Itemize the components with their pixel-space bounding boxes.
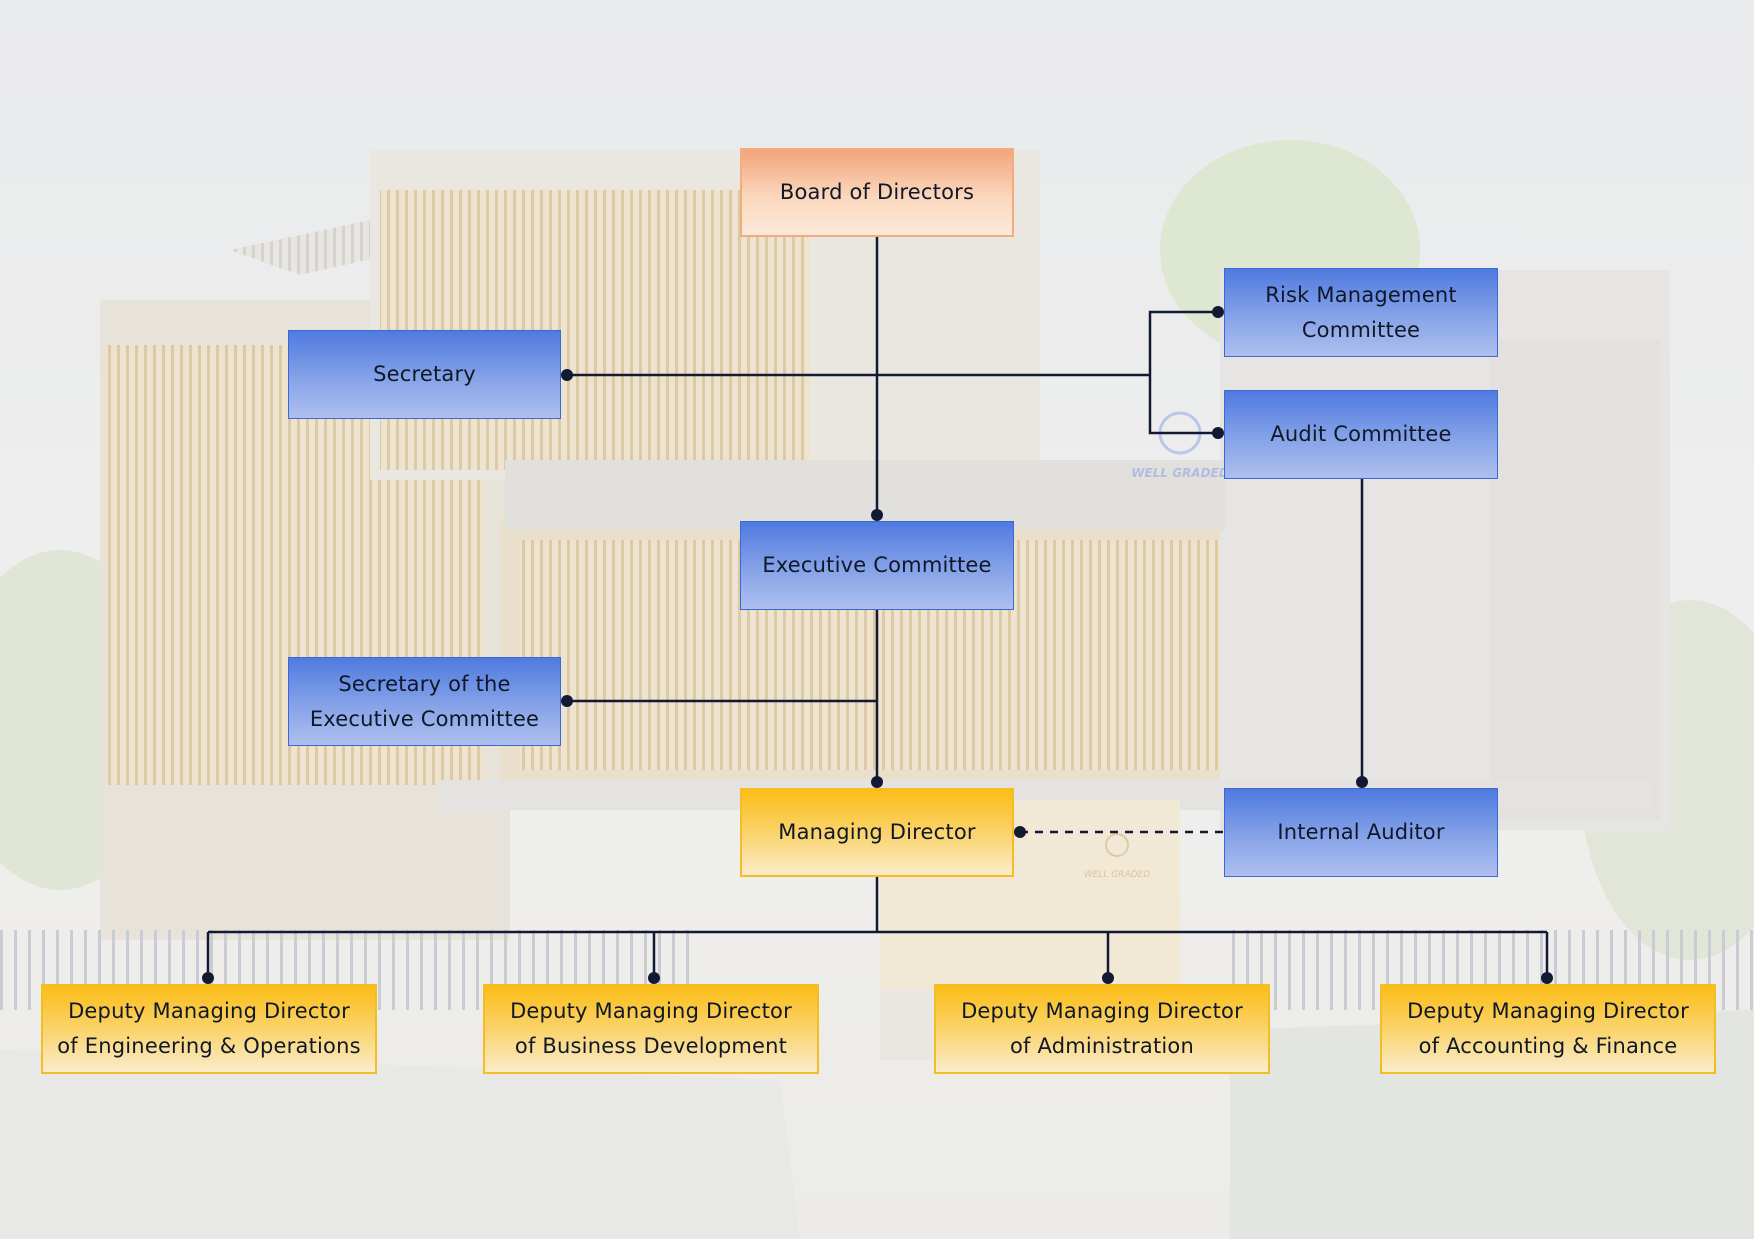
node-audit-committee: Audit Committee (1224, 390, 1498, 479)
node-label: Audit Committee (1270, 422, 1452, 446)
lobby-sign-text: WELL GRADED (1084, 870, 1150, 880)
node-label-line-1: Risk Management (1265, 282, 1457, 307)
node-dmd-accounting-finance: Deputy Managing Director of Accounting &… (1380, 984, 1716, 1074)
node-secretary: Secretary (288, 330, 561, 419)
building-sign-text: WELL GRADED (1131, 466, 1228, 480)
node-label: Secretary (373, 362, 476, 386)
node-dmd-administration: Deputy Managing Director of Administrati… (934, 984, 1270, 1074)
node-label: Executive Committee (762, 553, 992, 577)
node-risk-management-committee: Risk Management Committee (1224, 268, 1498, 357)
node-label-line-1: Deputy Managing Director (961, 999, 1243, 1023)
node-label-line-2: of Business Development (514, 1034, 788, 1058)
node-secretary-of-executive-committee: Secretary of the Executive Committee (288, 657, 561, 746)
node-board-of-directors: Board of Directors (740, 148, 1014, 237)
node-label-line-2: of Accounting & Finance (1418, 1034, 1678, 1058)
node-managing-director: Managing Director (740, 788, 1014, 877)
node-internal-auditor: Internal Auditor (1224, 788, 1498, 877)
committee-bracket-line (1148, 310, 1218, 435)
node-dmd-engineering-operations: Deputy Managing Director of Engineering … (41, 984, 377, 1074)
node-label-line-2: of Administration (1010, 1034, 1194, 1058)
node-label-line-1: Deputy Managing Director (68, 999, 350, 1023)
node-label-line-1: Deputy Managing Director (1407, 999, 1689, 1023)
node-label-line-1: Deputy Managing Director (510, 999, 792, 1023)
node-label-line-2: Committee (1301, 317, 1421, 342)
node-label: Board of Directors (779, 180, 975, 204)
node-label: Internal Auditor (1277, 820, 1445, 844)
node-label-line-1: Secretary of the (338, 671, 511, 696)
node-label: Managing Director (778, 820, 976, 844)
node-label-line-2: of Engineering & Operations (57, 1034, 361, 1058)
node-dmd-business-development: Deputy Managing Director of Business Dev… (483, 984, 819, 1074)
node-executive-committee: Executive Committee (740, 521, 1014, 610)
node-label-line-2: Executive Committee (309, 706, 540, 731)
